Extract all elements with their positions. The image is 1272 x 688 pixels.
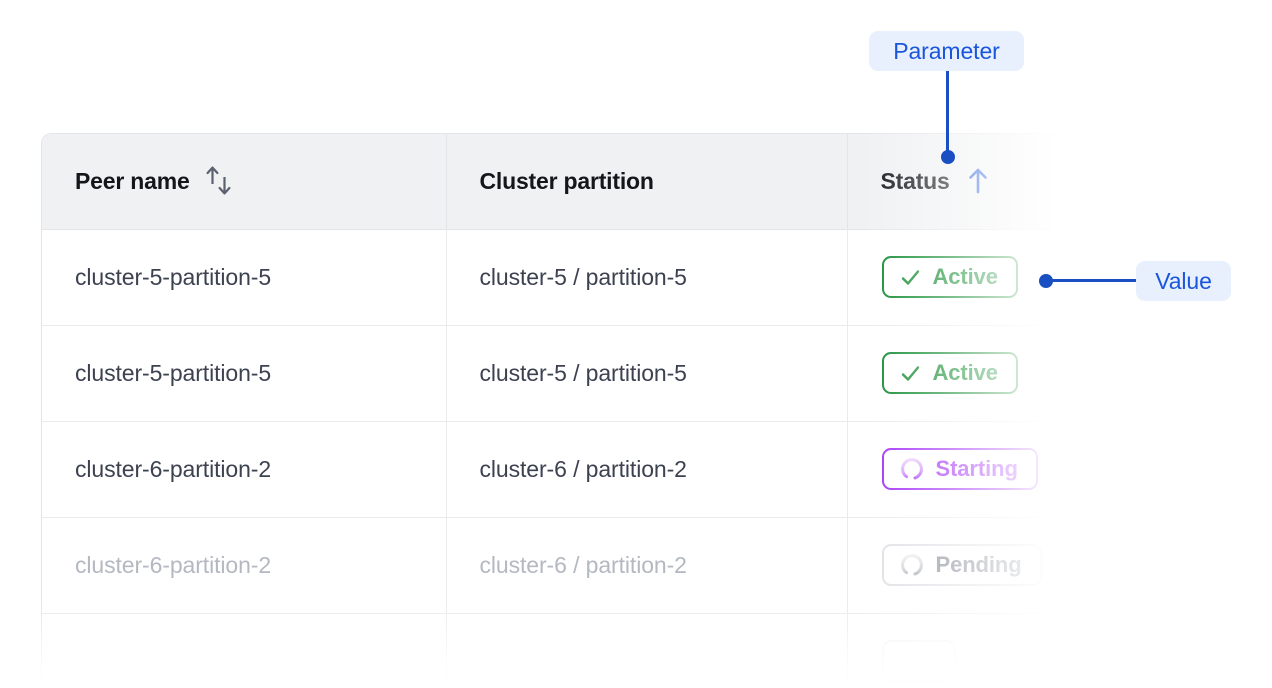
cell-status: Pending (847, 517, 1059, 614)
peers-table-card: Peer name (41, 133, 1060, 688)
status-badge-label: Active (932, 264, 999, 289)
table-row[interactable]: cluster-5-partition-5 cluster-5 / partit… (42, 229, 1059, 326)
peers-table: Peer name (42, 134, 1059, 688)
cell-peer-name: cluster-6-partition-2 (42, 421, 447, 518)
table-header-row: Peer name (42, 134, 1059, 230)
sort-updown-icon[interactable] (206, 166, 232, 196)
check-icon (901, 365, 919, 381)
column-header-cluster-partition-label: Cluster partition (479, 167, 654, 194)
cell-cluster-partition: cluster-6 / partition-2 (446, 421, 848, 518)
table-row[interactable]: cluster-6-partition-2 cluster-6 / partit… (42, 421, 1059, 518)
table-row[interactable]: cluster-6-partition-2 cluster-6 / partit… (42, 517, 1059, 614)
parameter-callout-line (946, 71, 949, 153)
cell-cluster-partition: cluster-5 / partition-5 (446, 325, 848, 422)
cell-peer-name: cluster-6-partition-2 (42, 517, 447, 614)
status-badge-active: Active (881, 352, 1018, 394)
column-header-cluster-partition[interactable]: Cluster partition (446, 134, 848, 230)
cell-status: Active (847, 325, 1059, 422)
parameter-callout-label: Parameter (869, 31, 1024, 71)
status-badge-label: Pending (935, 552, 1022, 577)
column-header-peer-name-label: Peer name (75, 167, 190, 194)
cell-status: Starting (847, 421, 1059, 518)
table-row[interactable] (42, 613, 1059, 688)
cell-cluster-partition (446, 613, 848, 688)
status-badge-label: Starting (935, 456, 1018, 481)
cell-cluster-partition: cluster-5 / partition-5 (446, 229, 848, 326)
check-icon (901, 269, 919, 285)
value-callout-dot (1039, 274, 1053, 288)
table-row[interactable]: cluster-5-partition-5 cluster-5 / partit… (42, 325, 1059, 422)
status-badge-label: Active (932, 360, 999, 385)
status-badge-active: Active (881, 256, 1018, 298)
parameter-callout-dot (941, 150, 955, 164)
column-header-status-label: Status (880, 167, 950, 194)
spinner-icon (900, 458, 923, 480)
cell-peer-name (42, 613, 447, 688)
cell-peer-name: cluster-5-partition-5 (42, 229, 447, 326)
peers-table-container: Peer name (41, 133, 1060, 688)
cell-peer-name: cluster-5-partition-5 (42, 325, 447, 422)
cell-cluster-partition: cluster-6 / partition-2 (446, 517, 848, 614)
table-body: cluster-5-partition-5 cluster-5 / partit… (42, 229, 1059, 688)
value-callout-line (1052, 279, 1136, 282)
column-header-peer-name[interactable]: Peer name (42, 134, 447, 230)
column-header-status[interactable]: Status (847, 134, 1059, 230)
arrow-up-icon[interactable] (966, 167, 990, 195)
status-badge-placeholder (881, 640, 956, 682)
value-callout-label: Value (1136, 261, 1231, 301)
status-badge-starting: Starting (881, 448, 1038, 490)
cell-status: Active (847, 229, 1059, 326)
spinner-icon (900, 554, 923, 576)
table-header: Peer name (42, 134, 1059, 230)
status-badge-pending: Pending (881, 544, 1042, 586)
cell-status (847, 613, 1059, 688)
